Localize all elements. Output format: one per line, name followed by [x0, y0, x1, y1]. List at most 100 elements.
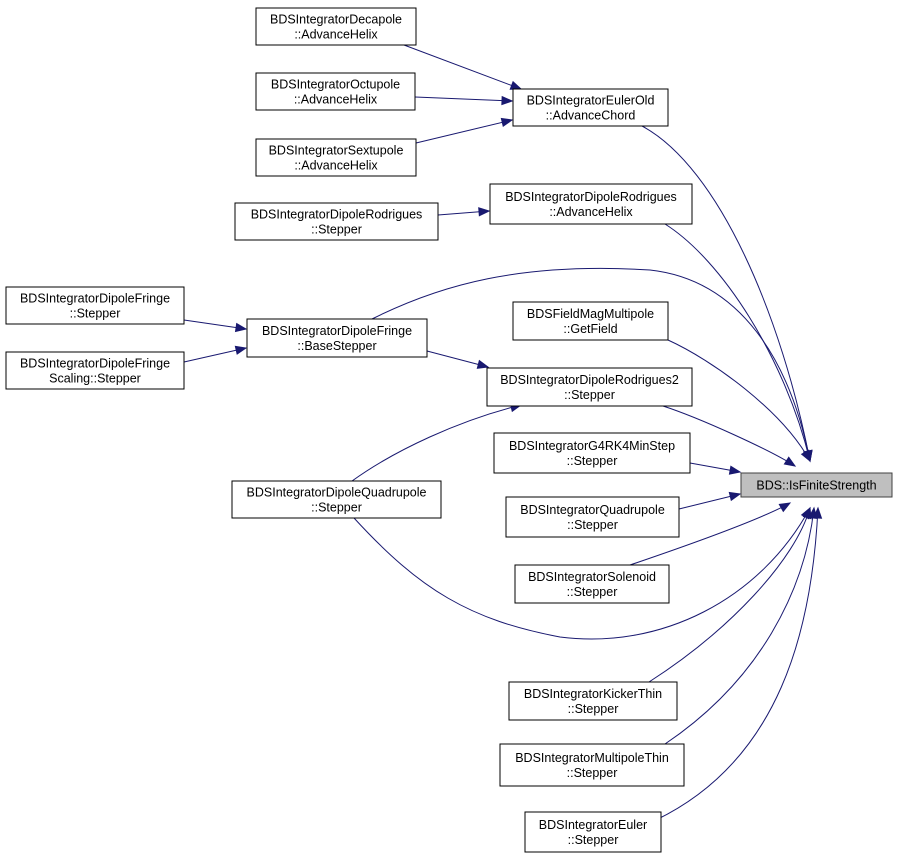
edge-dipolerod2-to-isfinite — [662, 405, 797, 467]
node-label-line: ::Stepper — [311, 501, 362, 515]
node-box — [255, 7, 417, 46]
node-quadrupole[interactable]: BDSIntegratorQuadrupole::Stepper — [505, 496, 680, 538]
edge-line — [351, 404, 522, 482]
node-fringe-basestepper[interactable]: BDSIntegratorDipoleFringe::BaseStepper — [246, 318, 428, 358]
node-fringe-stepper[interactable]: BDSIntegratorDipoleFringe::Stepper — [5, 286, 185, 325]
edge-fringe-basestepper-to-isfinite — [371, 267, 813, 463]
node-euler[interactable]: BDSIntegratorEuler::Stepper — [524, 811, 662, 853]
node-label-line: ::Stepper — [311, 223, 362, 237]
node-box — [505, 496, 680, 538]
node-decapole[interactable]: BDSIntegratorDecapole::AdvanceHelix — [255, 7, 417, 46]
node-solenoid[interactable]: BDSIntegratorSolenoid::Stepper — [514, 564, 670, 604]
edge-fringescaling-stepper-to-fringe-basestepper — [183, 345, 248, 363]
node-box — [508, 681, 678, 721]
edge-octupole-to-eulerold — [414, 95, 514, 106]
edge-arrowhead — [500, 117, 514, 128]
node-fringescaling-stepper[interactable]: BDSIntegratorDipoleFringeScaling::Steppe… — [5, 351, 185, 390]
edge-multipole-getfield-to-isfinite — [667, 339, 811, 463]
node-box — [231, 480, 442, 519]
edge-line — [664, 223, 811, 462]
edge-dipolerod-advhelix-to-isfinite — [664, 223, 813, 463]
node-box — [493, 432, 691, 474]
edges-layer — [183, 44, 823, 821]
node-label-line: ::Stepper — [567, 766, 618, 780]
edge-line — [667, 339, 811, 462]
node-sextupole[interactable]: BDSIntegratorSextupole::AdvanceHelix — [255, 138, 417, 177]
node-box — [514, 564, 670, 604]
edge-line — [371, 267, 811, 462]
node-label-line: BDSIntegratorSextupole — [269, 144, 404, 158]
node-label-line: BDSIntegratorSolenoid — [528, 570, 656, 584]
node-kicker[interactable]: BDSIntegratorKickerThin::Stepper — [508, 681, 678, 721]
edge-eulerold-to-isfinite — [641, 125, 813, 463]
edge-line — [426, 350, 489, 368]
node-label-line: ::Stepper — [567, 585, 618, 599]
edge-arrowhead — [234, 345, 248, 355]
node-box — [234, 202, 439, 241]
edge-line — [662, 405, 796, 467]
node-isfinite[interactable]: BDS::IsFiniteStrength — [740, 472, 893, 498]
node-box — [499, 743, 685, 787]
edge-line — [629, 502, 791, 566]
node-box — [5, 351, 185, 390]
node-box — [5, 286, 185, 325]
node-label-line: BDSIntegratorDipoleFringe — [20, 292, 170, 306]
node-label-line: BDSIntegratorDipoleRodrigues — [505, 190, 677, 204]
edge-line — [414, 96, 513, 102]
node-label-line: BDSIntegratorKickerThin — [524, 687, 662, 701]
node-box — [255, 72, 416, 111]
edge-quadrupole-to-isfinite — [678, 491, 742, 510]
node-label-line: BDSIntegratorDipoleRodrigues — [251, 208, 423, 222]
node-label-line: BDSIntegratorDipoleRodrigues2 — [500, 373, 679, 387]
node-octupole[interactable]: BDSIntegratorOctupole::AdvanceHelix — [255, 72, 416, 111]
edge-line — [664, 507, 815, 745]
edge-g4rk4-to-isfinite — [689, 462, 742, 475]
node-dipolerod2[interactable]: BDSIntegratorDipoleRodrigues2::Stepper — [486, 367, 693, 407]
node-label-line: ::AdvanceHelix — [549, 205, 633, 219]
node-label-line: ::AdvanceHelix — [294, 159, 378, 173]
node-dipolerod-stepper[interactable]: BDSIntegratorDipoleRodrigues::Stepper — [234, 202, 439, 241]
node-label-line: BDSIntegratorOctupole — [271, 78, 400, 92]
node-box — [512, 301, 669, 341]
edge-arrowhead — [812, 506, 823, 519]
edge-line — [415, 119, 513, 144]
node-label-line: ::BaseStepper — [297, 339, 376, 353]
edge-arrowhead — [728, 465, 742, 475]
node-label-line: BDSIntegratorMultipoleThin — [515, 751, 669, 765]
node-label-line: Scaling::Stepper — [49, 372, 141, 386]
edge-arrowhead — [509, 80, 523, 90]
node-box — [246, 318, 428, 358]
edge-arrowhead — [778, 502, 792, 513]
node-box — [486, 367, 693, 407]
node-label-line: BDSIntegratorEulerOld — [527, 94, 655, 108]
node-label-line: BDSIntegratorG4RK4MinStep — [509, 439, 675, 453]
node-multipolethin[interactable]: BDSIntegratorMultipoleThin::Stepper — [499, 743, 685, 787]
edge-dipolerod-stepper-to-dipolerod-advhelix — [437, 207, 491, 217]
edge-arrowhead — [783, 456, 797, 467]
node-label-line: BDSIntegratorDipoleFringe — [20, 357, 170, 371]
node-label-line: BDSIntegratorDipoleQuadrupole — [247, 486, 427, 500]
node-label-line: BDSIntegratorDecapole — [270, 13, 402, 27]
node-multipole-getfield[interactable]: BDSFieldMagMultipole::GetField — [512, 301, 669, 341]
edge-line — [648, 507, 811, 683]
node-box — [512, 88, 669, 127]
node-label-line: ::Stepper — [70, 307, 121, 321]
node-dipolerod-advhelix[interactable]: BDSIntegratorDipoleRodrigues::AdvanceHel… — [489, 183, 693, 225]
node-dipolequad[interactable]: BDSIntegratorDipoleQuadrupole::Stepper — [231, 480, 442, 519]
edge-decapole-to-eulerold — [403, 44, 523, 90]
edge-arrowhead — [501, 95, 514, 106]
node-label-line: ::AdvanceHelix — [294, 28, 378, 42]
edge-line — [655, 507, 819, 821]
node-g4rk4[interactable]: BDSIntegratorG4RK4MinStep::Stepper — [493, 432, 691, 474]
node-box — [489, 183, 693, 225]
node-label-line: ::AdvanceHelix — [294, 93, 378, 107]
edge-line — [641, 125, 811, 462]
node-label-line: ::Stepper — [568, 833, 619, 847]
edge-euler-to-isfinite — [655, 506, 823, 821]
edge-line — [183, 347, 247, 363]
node-eulerold[interactable]: BDSIntegratorEulerOld::AdvanceChord — [512, 88, 669, 127]
edge-fringe-basestepper-to-dipolerod2 — [426, 350, 490, 369]
node-label-line: ::AdvanceChord — [546, 109, 636, 123]
edge-arrowhead — [800, 449, 811, 463]
